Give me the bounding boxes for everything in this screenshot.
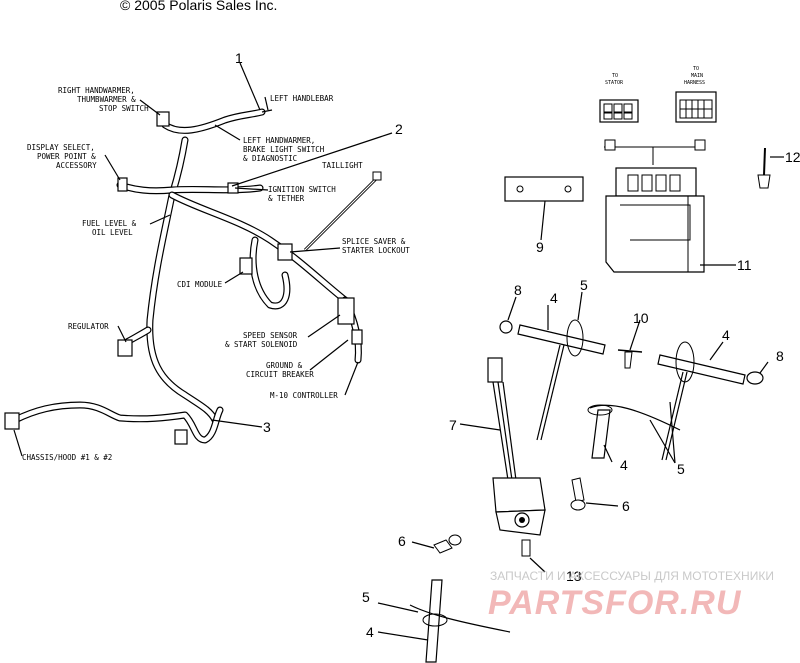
harness-labels: RIGHT HANDWARMER, THUMBWARMER & STOP SWI… [22,86,410,462]
label-splice-saver-1: SPLICE SAVER & [342,237,406,246]
callout-1: 1 [235,50,243,66]
label-left-handlebar: LEFT HANDLEBAR [270,94,334,103]
label-left-handwarmer-2: BRAKE LIGHT SWITCH [243,145,325,154]
label-fuel-level-1: FUEL LEVEL & [82,219,137,228]
callout-8-right: 8 [776,348,784,364]
label-regulator: REGULATOR [68,322,109,331]
chassis-harness [4,401,224,445]
callout-11: 11 [737,257,752,273]
label-display-select-2: POWER POINT & [37,152,96,161]
label-right-handwarmer-3: STOP SWITCH [99,104,149,113]
clip-10 [617,319,643,369]
label-m10-controller: M-10 CONTROLLER [270,391,338,400]
callout-6-left: 6 [398,533,406,549]
callout-3: 3 [263,419,271,435]
watermark-subtitle: ЗАПЧАСТИ И АКСЕССУАРЫ ДЛЯ МОТОТЕХНИКИ [490,569,774,583]
label-ignition-switch-1: IGNITION SWITCH [268,185,336,194]
tube-upper-right [657,341,769,461]
label-ground-circuit-2: CIRCUIT BREAKER [246,370,314,379]
leader-lines [13,62,393,457]
plate-9 [504,176,584,241]
label-to-stator-1: TO [612,73,618,79]
callout-10: 10 [633,310,649,326]
callout-2: 2 [395,121,403,137]
callout-12: 12 [785,149,800,165]
label-cdi-module: CDI MODULE [177,280,223,289]
tube-upper-left [499,291,606,441]
callout-4-lower: 4 [366,624,374,640]
callout-4-middle: 4 [620,457,628,473]
fastener-6-left [411,534,462,554]
callout-5-upper: 5 [580,277,588,293]
label-taillight: TAILLIGHT [322,161,363,170]
main-harness [116,108,363,424]
callout-4-upper-right: 4 [722,327,730,343]
bolt-12 [757,147,784,189]
label-right-handwarmer-1: RIGHT HANDWARMER, [58,86,135,95]
label-ignition-switch-2: & TETHER [268,194,305,203]
label-splice-saver-2: STARTER LOCKOUT [342,246,410,255]
label-display-select-3: ACCESSORY [56,161,97,170]
callout-6-right: 6 [622,498,630,514]
label-left-handwarmer-3: & DIAGNOSTIC [243,154,297,163]
label-to-stator-2: STATOR [605,80,624,86]
callout-5-middle: 5 [677,461,685,477]
tube-middle [587,401,681,464]
label-right-handwarmer-2: THUMBWARMER & [77,95,136,104]
callout-13: 13 [566,568,582,584]
watermark-brand: PARTSFOR.RU [488,584,742,622]
callout-7: 7 [449,417,457,433]
label-chassis-hood: CHASSIS/HOOD #1 & #2 [22,453,112,462]
sub-harness-7 [459,357,546,557]
callout-5-lower: 5 [362,589,370,605]
label-ground-circuit-1: GROUND & [266,361,303,370]
label-to-main-harness-2: MAIN [691,73,703,79]
label-speed-sensor-1: SPEED SENSOR [243,331,298,340]
label-to-main-harness-1: TO [693,66,699,72]
callout-8-left: 8 [514,282,522,298]
label-left-handwarmer-1: LEFT HANDWARMER, [243,136,315,145]
callout-4-upper-left: 4 [550,290,558,306]
copyright-text: © 2005 Polaris Sales Inc. [120,0,278,13]
label-to-main-harness-3: HARNESS [684,80,705,86]
callout-9: 9 [536,239,544,255]
connector-assembly-11: TO STATOR TO MAIN HARNESS [599,66,736,273]
label-speed-sensor-2: & START SOLENOID [225,340,298,349]
callout-numbers: 1 2 3 4 4 4 4 5 5 5 6 6 7 8 8 9 10 11 12… [235,50,800,640]
watermark: ЗАПЧАСТИ И АКСЕССУАРЫ ДЛЯ МОТОТЕХНИКИ PA… [488,569,774,622]
tube-lower [377,579,511,663]
label-fuel-level-2: OIL LEVEL [92,228,133,237]
fastener-6-right [570,477,619,511]
label-display-select-1: DISPLAY SELECT, [27,143,95,152]
